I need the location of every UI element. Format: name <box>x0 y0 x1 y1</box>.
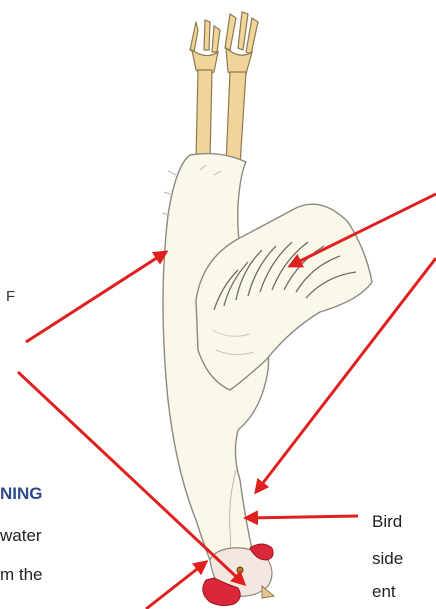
right-text-line-1: Bird <box>372 512 402 532</box>
arrow-bottom-to-neck <box>146 562 206 609</box>
chicken-eye <box>237 567 243 573</box>
left-text-line-1: water <box>0 526 42 546</box>
right-text-line-2: side <box>372 549 403 569</box>
chicken-feet <box>190 12 258 77</box>
arrow-bird-to-head <box>246 516 358 518</box>
beak <box>262 586 274 598</box>
left-text-line-2: m the <box>0 565 43 585</box>
section-heading: NING <box>0 484 43 504</box>
label-fragment: F <box>6 287 15 307</box>
right-text-line-3: ent <box>372 582 396 602</box>
chicken-legs <box>196 70 246 165</box>
arrow-left-to-thigh <box>26 252 166 342</box>
